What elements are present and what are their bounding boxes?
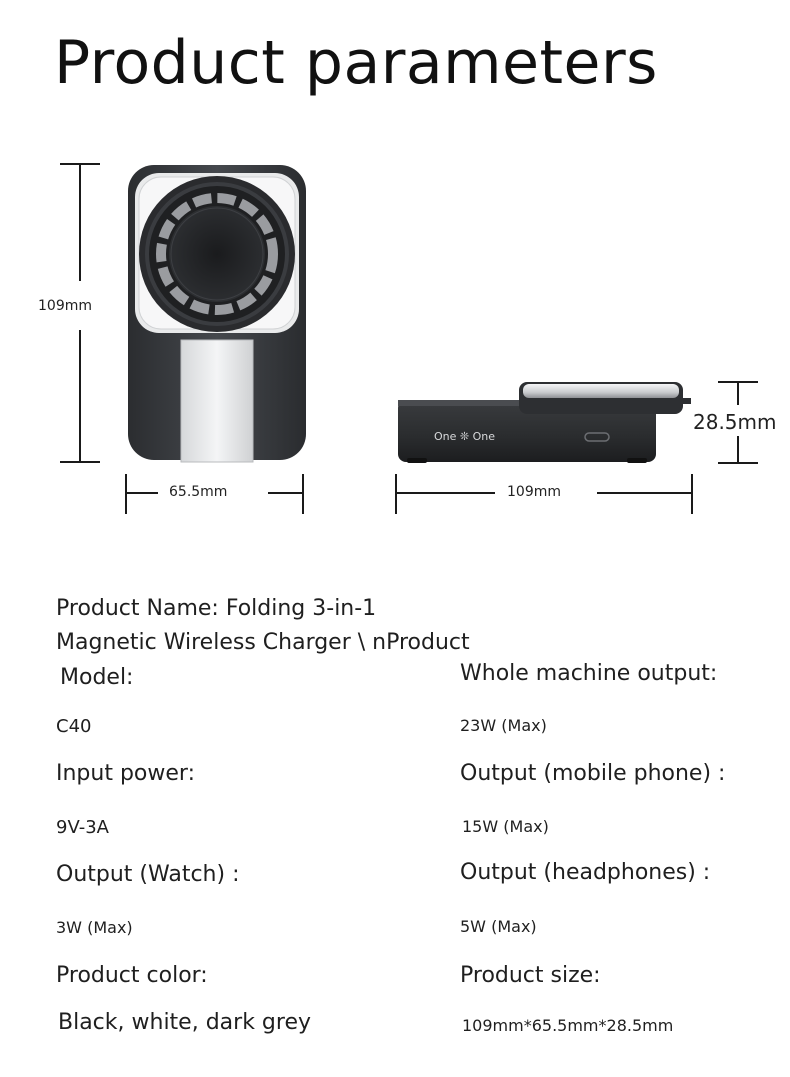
- input-power-value: 9V-3A: [56, 817, 109, 838]
- width-dim-right-tick: [302, 474, 304, 514]
- height-dim-bottom-tick: [60, 461, 100, 463]
- whole-output-value: 23W (Max): [460, 716, 547, 735]
- product-color-value: Black, white, dark grey: [58, 1010, 312, 1035]
- phone-output-value: 15W (Max): [462, 817, 549, 836]
- length-dim-line-left: [395, 492, 495, 494]
- product-color-label: Product color:: [56, 963, 208, 988]
- height-dim-line-upper: [79, 163, 81, 281]
- width-dim-line-left: [125, 492, 158, 494]
- product-size-value: 109mm*65.5mm*28.5mm: [462, 1016, 674, 1035]
- length-dim-line-right: [597, 492, 693, 494]
- height-dim-line-lower: [79, 330, 81, 463]
- length-dimension-label: 109mm: [507, 484, 561, 500]
- thickness-dim-bottom-tick: [718, 462, 758, 464]
- product-name-line-1: Product Name: Folding 3-in-1: [56, 596, 377, 621]
- length-dim-right-tick: [691, 474, 693, 514]
- model-value: C40: [56, 716, 92, 737]
- product-name-line-2: Magnetic Wireless Charger \ nProduct: [56, 630, 470, 655]
- watch-output-label: Output (Watch) :: [56, 862, 240, 887]
- width-dimension-label: 65.5mm: [169, 484, 228, 500]
- input-power-label: Input power:: [56, 761, 195, 786]
- thickness-dim-line-upper: [737, 381, 739, 405]
- width-dim-line-right: [268, 492, 304, 494]
- charger-side-view-image: [398, 382, 691, 463]
- product-size-label: Product size:: [460, 963, 601, 988]
- watch-output-value: 3W (Max): [56, 918, 133, 937]
- whole-output-label: Whole machine output:: [460, 661, 718, 686]
- charger-front-view-image: [128, 165, 306, 463]
- brand-logo: One ❊ One: [434, 430, 496, 443]
- phone-output-label: Output (mobile phone) :: [460, 761, 726, 786]
- length-dim-left-tick: [395, 474, 397, 514]
- thickness-dimension-label: 28.5mm: [693, 410, 777, 434]
- width-dim-left-tick: [125, 474, 127, 514]
- model-label: Model:: [60, 665, 134, 690]
- height-dimension-label: 109mm: [38, 298, 92, 314]
- page-title: Product parameters: [54, 28, 658, 98]
- headphones-output-value: 5W (Max): [460, 917, 537, 936]
- headphones-output-label: Output (headphones) :: [460, 860, 711, 885]
- thickness-dim-line-lower: [737, 436, 739, 464]
